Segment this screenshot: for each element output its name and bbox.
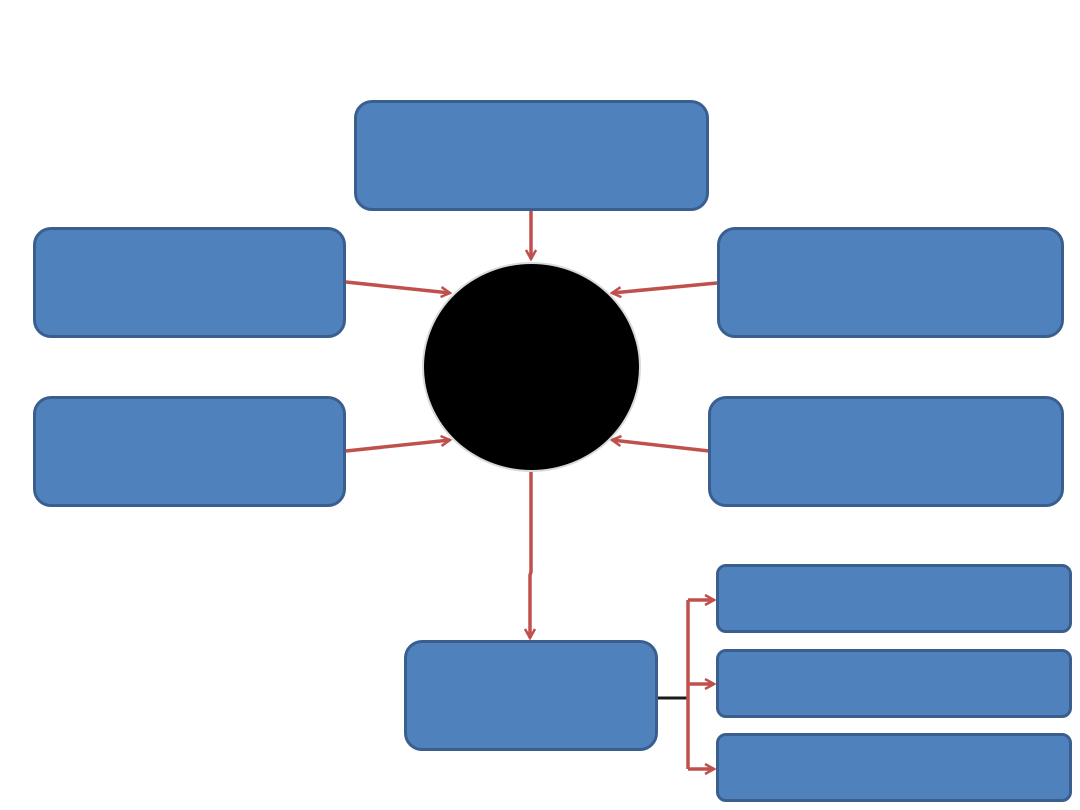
arrow-left-bottom-to-hub	[345, 440, 450, 453]
right-bottom-node	[708, 396, 1064, 507]
arrow-right-top-to-hub	[612, 281, 718, 293]
sub-node-2	[716, 649, 1072, 718]
top-node	[354, 100, 709, 211]
sub-node-1	[716, 564, 1072, 633]
sub-node-3	[716, 733, 1072, 802]
right-top-node	[717, 227, 1064, 338]
left-top-node	[33, 227, 346, 338]
arrow-left-top-to-hub	[345, 280, 450, 293]
bottom-node	[404, 640, 658, 751]
arrow-hub-to-bottom	[530, 472, 531, 638]
left-bottom-node	[33, 396, 346, 507]
center-hub-circle	[422, 262, 641, 472]
arrow-right-bottom-to-hub	[612, 440, 710, 453]
